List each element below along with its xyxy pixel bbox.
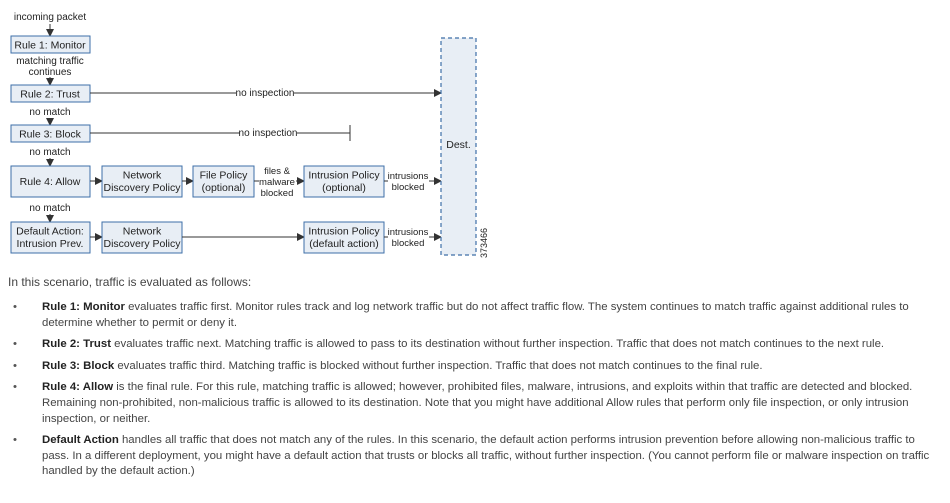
file-policy-box: File Policy (optional) [192, 165, 255, 198]
blocked-label-1: blocked [392, 182, 425, 193]
blocked-label-2: blocked [392, 238, 425, 249]
svg-text:Dest.: Dest. [446, 139, 471, 151]
svg-text:Rule 1: Monitor: Rule 1: Monitor [14, 40, 86, 52]
svg-text:Rule 3: Block: Rule 3: Block [19, 129, 82, 141]
bullet-dot: • [13, 381, 17, 394]
no-match-label-1: no match [29, 107, 70, 118]
bullet-title: Default Action [42, 434, 119, 447]
svg-text:Rule 2: Trust: Rule 2: Trust [20, 89, 80, 101]
svg-text:File Policy: File Policy [200, 170, 249, 182]
list-item: • Rule 2: Trust evaluates traffic next. M… [8, 337, 944, 353]
no-inspection-trust-label: no inspection [236, 88, 295, 99]
list-item: • Rule 3: Block evaluates traffic third. … [8, 359, 944, 375]
traffic-flow-diagram: incoming packet Rule 1: Monitor matching… [10, 12, 489, 258]
bullet-dot: • [13, 301, 17, 313]
svg-text:Network: Network [123, 226, 162, 238]
malware-label: malware [259, 177, 295, 188]
svg-text:Discovery Policy: Discovery Policy [103, 182, 181, 194]
bullet-dot: • [13, 338, 17, 351]
bullet-dot: • [13, 359, 17, 372]
continues-label: continues [29, 67, 72, 78]
default-action-box: Default Action: Intrusion Prev. [10, 221, 91, 254]
svg-text:(default action): (default action) [309, 238, 378, 250]
svg-text:Rule 4: Allow: Rule 4: Allow [20, 176, 81, 188]
matching-traffic-label: matching traffic [16, 56, 84, 67]
bullet-title: Rule 4: Allow [42, 381, 114, 394]
svg-text:Intrusion Prev.: Intrusion Prev. [17, 238, 84, 250]
scenario-intro: In this scenario, traffic is evaluated a… [8, 275, 252, 289]
intrusions-label-1: intrusions [388, 171, 429, 182]
bullet-text: evaluates traffic third. Matching traffi… [114, 359, 763, 372]
network-discovery-box-1: Network Discovery Policy [101, 165, 183, 198]
list-item: • Rule 4: Allow is the final rule. For th… [8, 380, 944, 427]
svg-text:Default Action:: Default Action: [16, 226, 84, 238]
bullet-dot: • [13, 434, 17, 447]
bullet-text: evaluates traffic first. Monitor rules t… [42, 301, 909, 329]
no-match-label-3: no match [29, 203, 70, 214]
no-inspection-block-label: no inspection [239, 128, 298, 139]
incoming-packet-label: incoming packet [14, 12, 86, 23]
rule4-allow-box: Rule 4: Allow [10, 165, 91, 198]
intrusion-policy-optional-box: Intrusion Policy (optional) [303, 165, 385, 198]
intrusion-policy-default-box: Intrusion Policy (default action) [303, 221, 385, 254]
list-item: • Default Action handles all traffic that… [8, 433, 944, 480]
svg-text:Discovery Policy: Discovery Policy [103, 238, 181, 250]
no-match-label-2: no match [29, 147, 70, 158]
destination-box: Dest. [440, 37, 477, 256]
bullet-title: Rule 2: Trust [42, 338, 111, 351]
intrusions-label-2: intrusions [388, 227, 429, 238]
list-item: • Rule 1: Monitor evaluates traffic first… [8, 300, 944, 331]
files-label: files & [264, 166, 291, 177]
rule3-block-box: Rule 3: Block [10, 124, 91, 143]
rule-explanations-list: • Rule 1: Monitor evaluates traffic first… [8, 300, 944, 486]
rule2-trust-box: Rule 2: Trust [10, 84, 91, 103]
svg-text:(optional): (optional) [322, 182, 366, 194]
bullet-text: evaluates traffic next. Matching traffic… [111, 338, 885, 351]
bullet-text: is the final rule. For this rule, matchi… [42, 381, 913, 425]
figure-id: 373466 [479, 228, 489, 258]
network-discovery-box-2: Network Discovery Policy [101, 221, 183, 254]
bullet-text: handles all traffic that does not match … [42, 434, 930, 478]
svg-text:Intrusion Policy: Intrusion Policy [308, 226, 380, 238]
bullet-title: Rule 3: Block [42, 359, 115, 372]
bullet-title: Rule 1: Monitor [42, 301, 125, 313]
svg-text:Network: Network [123, 170, 162, 182]
svg-text:(optional): (optional) [202, 182, 246, 194]
rule1-monitor-box: Rule 1: Monitor [10, 35, 91, 54]
blocked-label: blocked [261, 188, 294, 199]
svg-text:Intrusion Policy: Intrusion Policy [308, 170, 380, 182]
